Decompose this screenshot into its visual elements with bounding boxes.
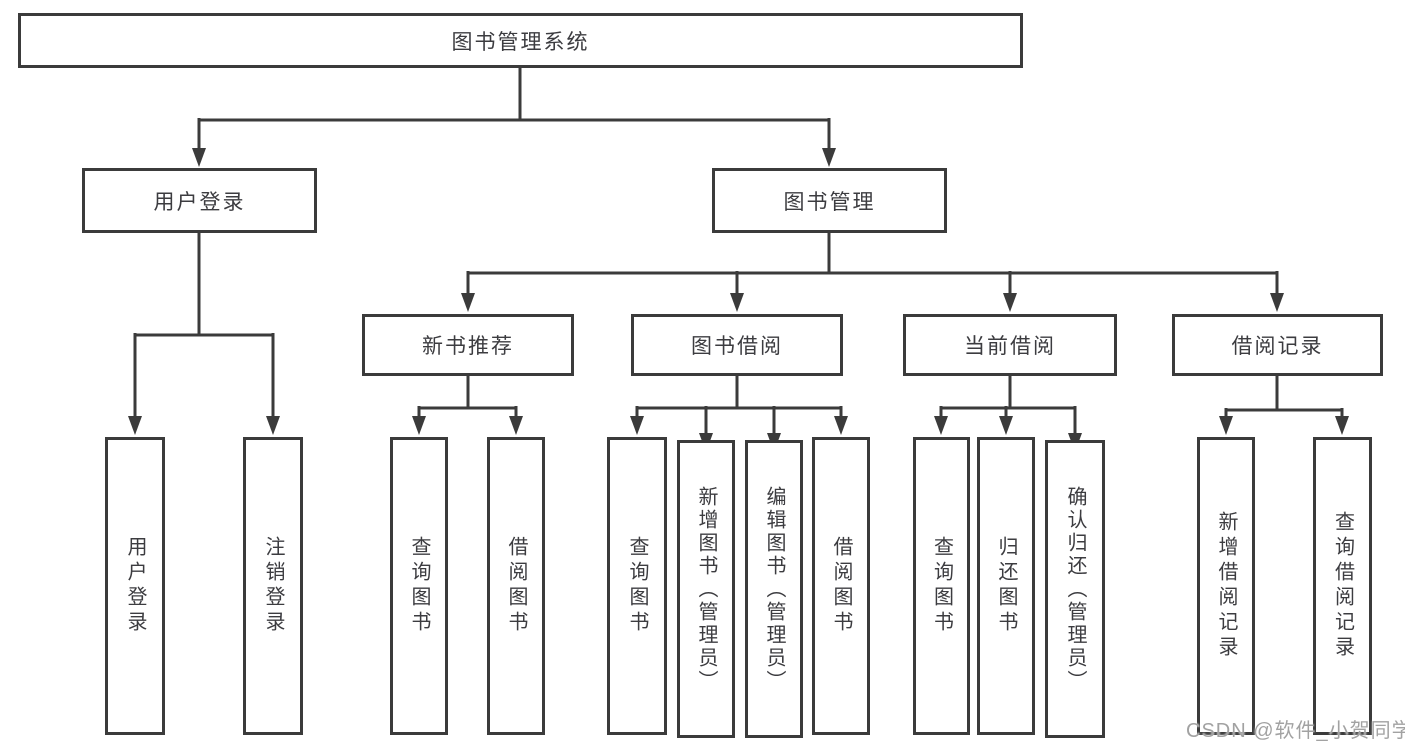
node-current-borrowing: 当前借阅 [903, 314, 1117, 376]
leaf-borrow-books-recommend-label: 借阅图书 [505, 536, 527, 636]
leaf-query-books-borrowing: 查询图书 [607, 437, 667, 735]
leaf-query-books-recommend: 查询图书 [390, 437, 448, 735]
node-book-borrowing-label: 图书借阅 [691, 335, 783, 358]
leaf-borrow-books-borrowing: 借阅图书 [812, 437, 870, 735]
leaf-logout: 注销登录 [243, 437, 303, 735]
leaf-return-book: 归还图书 [977, 437, 1035, 735]
leaf-logout-label: 注销登录 [262, 536, 284, 636]
leaf-borrow-books-borrowing-label: 借阅图书 [830, 536, 852, 636]
node-current-borrowing-label: 当前借阅 [964, 335, 1056, 358]
node-book-management-label: 图书管理 [783, 190, 876, 214]
leaf-query-books-current: 查询图书 [913, 437, 970, 735]
leaf-query-borrow-record: 查询借阅记录 [1313, 437, 1372, 735]
leaf-return-book-label: 归还图书 [995, 536, 1017, 636]
node-user-login: 用户登录 [82, 168, 317, 233]
leaf-edit-book-admin: 编辑图书（管理员） [745, 440, 803, 738]
leaf-confirm-return-admin: 确认归还（管理员） [1045, 440, 1105, 738]
node-book-management: 图书管理 [712, 168, 947, 233]
leaf-add-borrow-record: 新增借阅记录 [1197, 437, 1255, 735]
node-borrowing-records-label: 借阅记录 [1231, 335, 1324, 358]
leaf-add-book-admin-label: 新增图书（管理员） [695, 485, 717, 693]
leaf-query-books-current-label: 查询图书 [930, 536, 953, 636]
leaf-add-book-admin: 新增图书（管理员） [677, 440, 735, 738]
node-new-book-recommendation-label: 新书推荐 [422, 335, 514, 358]
leaf-query-borrow-record-label: 查询借阅记录 [1331, 511, 1354, 661]
node-user-login-label: 用户登录 [153, 190, 246, 214]
watermark-text: CSDN @软件_小贺同学 [1186, 720, 1405, 742]
leaf-add-borrow-record-label: 新增借阅记录 [1215, 511, 1237, 661]
node-root: 图书管理系统 [18, 13, 1023, 68]
node-book-borrowing: 图书借阅 [631, 314, 843, 376]
leaf-user-login-label: 用户登录 [124, 536, 146, 636]
leaf-query-books-borrowing-label: 查询图书 [626, 536, 648, 636]
leaf-user-login: 用户登录 [105, 437, 165, 735]
leaf-query-books-recommend-label: 查询图书 [408, 536, 430, 636]
leaf-borrow-books-recommend: 借阅图书 [487, 437, 545, 735]
node-new-book-recommendation: 新书推荐 [362, 314, 574, 376]
node-borrowing-records: 借阅记录 [1172, 314, 1383, 376]
node-root-label: 图书管理系统 [451, 30, 590, 54]
leaf-edit-book-admin-label: 编辑图书（管理员） [763, 485, 785, 693]
leaf-confirm-return-admin-label: 确认归还（管理员） [1064, 485, 1086, 693]
